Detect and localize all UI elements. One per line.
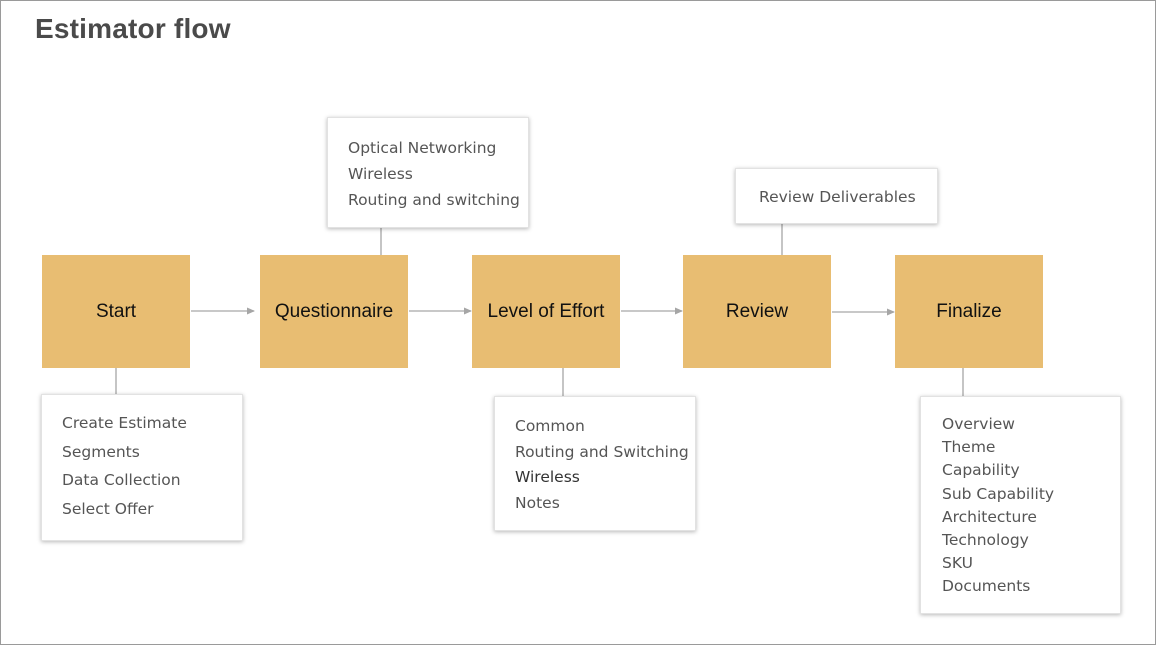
list-item: Sub Capability: [942, 484, 1055, 503]
list-item: Common: [515, 417, 585, 435]
list-item: Data Collection: [62, 471, 181, 490]
list-item: Routing and Switching: [515, 442, 689, 461]
list-item: Wireless: [348, 165, 413, 183]
note-level-of-effort: Common Routing and Switching Wireless No…: [494, 396, 696, 531]
list-item: Capability: [942, 461, 1020, 480]
note-finalize: Overview Theme Capability Sub Capability…: [920, 396, 1121, 614]
list-item: Optical Networking: [348, 139, 497, 157]
note-start: Create Estimate Segments Data Collection…: [41, 394, 243, 541]
stage-label: Review: [725, 300, 789, 322]
list-item: Architecture: [942, 507, 1037, 526]
stage-review: Review: [683, 255, 831, 368]
stage-label: Questionnaire: [274, 300, 394, 322]
note-list: Common Routing and Switching Wireless No…: [515, 414, 695, 517]
list-item: Select Offer: [62, 500, 154, 519]
list-item: Documents: [942, 577, 1031, 596]
list-item: Review Deliverables: [759, 188, 916, 206]
note-list: Overview Theme Capability Sub Capability…: [942, 413, 1120, 599]
stage-start: Start: [42, 255, 190, 368]
page-title: Estimator flow: [35, 13, 231, 44]
note-review: Review Deliverables: [735, 168, 938, 224]
note-list: Optical Networking Wireless Routing and …: [348, 135, 528, 213]
list-item: Segments: [62, 442, 140, 461]
note-questionnaire: Optical Networking Wireless Routing and …: [327, 117, 529, 228]
stage-level-of-effort: Level of Effort: [472, 255, 620, 368]
list-item: Create Estimate: [62, 414, 187, 432]
stage-finalize: Finalize: [895, 255, 1043, 368]
list-item: Technology: [942, 531, 1029, 550]
list-item: Theme: [942, 438, 996, 457]
stage-label: Finalize: [936, 300, 1002, 322]
note-list: Review Deliverables: [759, 186, 937, 208]
list-item: SKU: [942, 554, 973, 573]
list-item: Wireless: [515, 468, 580, 487]
list-item: Notes: [515, 494, 560, 513]
stage-label: Start: [95, 300, 137, 322]
stage-label: Level of Effort: [487, 300, 605, 322]
list-item: Routing and switching: [348, 191, 520, 209]
note-list: Create Estimate Segments Data Collection…: [62, 409, 242, 524]
stage-questionnaire: Questionnaire: [260, 255, 408, 368]
list-item: Overview: [942, 415, 1015, 433]
